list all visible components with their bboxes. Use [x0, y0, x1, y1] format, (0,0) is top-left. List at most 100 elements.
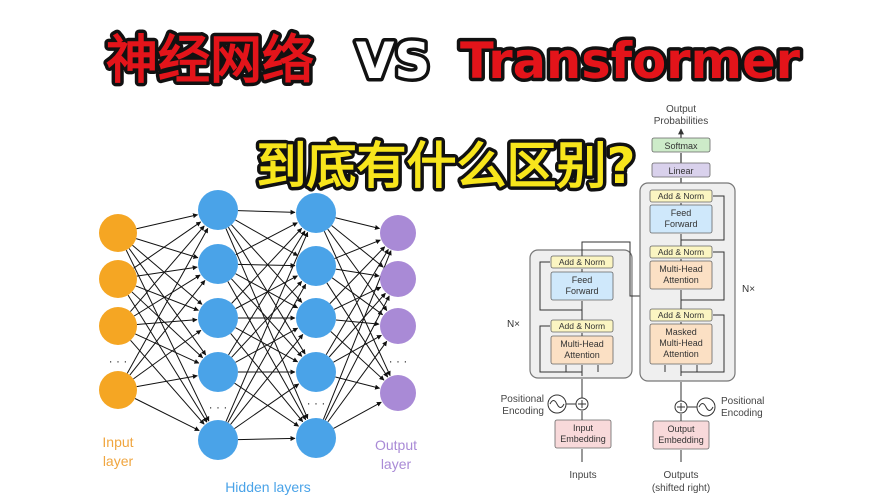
nn-node-input-0 — [99, 214, 137, 252]
nn-nodes — [99, 190, 416, 460]
decoder-ff-label-1: Feed — [671, 208, 692, 218]
input-layer-label-2: layer — [103, 453, 134, 469]
encoder-pe-label-1: Positional — [501, 394, 544, 405]
nn-edge-hidden-2-0-to-output-1 — [331, 225, 384, 268]
nn-node-input-2 — [99, 307, 137, 345]
nn-edge-input-2-to-hidden-1-4 — [130, 339, 205, 425]
decoder-nx-label: N× — [742, 284, 755, 295]
nn-edge-input-1-to-hidden-1-1 — [136, 265, 198, 277]
output-ellipsis: · · · — [389, 354, 408, 368]
encoder-to-decoder-arrow — [581, 241, 654, 297]
nn-edge-input-2-to-hidden-1-0 — [130, 225, 205, 312]
decoder-add-norm-3 — [649, 189, 713, 203]
nn-edge-hidden-2-2-to-output-0 — [329, 246, 386, 304]
nn-edge-hidden-1-0-to-hidden-2-1 — [235, 219, 299, 257]
hidden-layers-label: Hidden layers — [225, 479, 311, 495]
nn-edge-hidden-2-3-to-output-3 — [335, 376, 381, 390]
nn-edge-input-3-to-hidden-1-3 — [136, 374, 198, 388]
nn-edge-input-1-to-hidden-1-2 — [135, 285, 199, 312]
nn-edge-hidden-2-1-to-output-0 — [334, 239, 381, 259]
input-layer-label-1: Input — [102, 434, 133, 450]
nn-node-hidden-2-0 — [296, 193, 336, 233]
title-part-2: Transformer — [460, 32, 800, 90]
encoder-pe-label-2: Encoding — [502, 406, 544, 417]
nn-edge-hidden-2-1-to-output-1 — [335, 268, 380, 278]
decoder-mha-label-1: Multi-Head — [659, 264, 703, 274]
dec-residual-2 — [681, 251, 725, 301]
nn-edge-hidden-1-2-to-hidden-2-0 — [231, 227, 303, 304]
nn-edge-hidden-1-3-to-hidden-2-2 — [235, 327, 299, 363]
nn-edge-hidden-1-4-to-hidden-2-1 — [227, 283, 307, 423]
nn-edge-hidden-2-3-to-output-1 — [328, 292, 386, 358]
nn-edge-hidden-1-0-to-hidden-2-0 — [237, 209, 296, 215]
nn-edge-input-1-to-hidden-1-0 — [133, 221, 202, 269]
encoder-mha-label-2: Attention — [564, 350, 600, 360]
nn-edge-input-0-to-hidden-1-1 — [135, 238, 199, 259]
nn-edge-hidden-1-1-to-hidden-2-0 — [235, 222, 298, 256]
input-ellipsis: · · · — [109, 354, 128, 368]
nn-node-output-2 — [380, 308, 416, 344]
nn-edge-input-3-to-hidden-1-0 — [126, 227, 209, 374]
output-layer-label-1: Output — [375, 437, 417, 453]
input-embedding-label-2: Embedding — [560, 434, 606, 444]
subtitle: 到底有什么区别? — [256, 137, 635, 195]
softmax-label: Softmax — [664, 141, 698, 151]
nn-edge-input-0-to-hidden-1-2 — [132, 244, 203, 305]
nn-edge-hidden-1-1-to-hidden-2-1 — [237, 262, 296, 268]
decoder-pe-label-2: Encoding — [721, 408, 763, 419]
nn-edge-hidden-2-3-to-output-0 — [325, 248, 389, 356]
encoder-add-norm-2-label: Add & Norm — [559, 257, 605, 267]
enc-residual-2 — [539, 261, 582, 311]
decoder-add-norm-1-label: Add & Norm — [658, 310, 704, 320]
nn-edge-hidden-2-4-to-output-2 — [327, 340, 388, 423]
title-block: 神经网络 VS Transformer 到底有什么区别? — [102, 28, 803, 199]
nn-edge-input-2-to-hidden-1-2 — [136, 317, 198, 325]
nn-connections — [125, 209, 392, 442]
nn-edge-input-3-to-hidden-1-4 — [134, 398, 200, 432]
decoder-masked-label-3: Attention — [663, 349, 699, 359]
nn-edge-hidden-2-1-to-output-2 — [331, 277, 384, 316]
nn-edge-hidden-1-3-to-hidden-2-4 — [234, 382, 299, 427]
linear-label: Linear — [668, 166, 693, 176]
nn-edge-hidden-2-4-to-output-3 — [333, 401, 382, 429]
nn-node-hidden-1-0 — [198, 190, 238, 230]
decoder-masked-label-2: Multi-Head — [659, 338, 703, 348]
inputs-label: Inputs — [569, 470, 596, 481]
nn-node-input-1 — [99, 260, 137, 298]
hidden-2-ellipsis: · · · — [307, 396, 326, 410]
decoder-pe-label-1: Positional — [721, 396, 764, 407]
nn-node-output-0 — [380, 215, 416, 251]
nn-edge-hidden-1-4-to-hidden-2-0 — [225, 231, 309, 422]
nn-edge-hidden-1-1-to-hidden-2-4 — [227, 281, 307, 421]
output-layer-label-2: layer — [381, 456, 412, 472]
linear-box — [651, 162, 711, 178]
nn-edge-hidden-2-2-to-output-3 — [330, 331, 385, 381]
nn-edge-hidden-2-3-to-output-2 — [333, 334, 382, 363]
nn-node-output-3 — [380, 375, 416, 411]
nn-edge-input-1-to-hidden-1-3 — [131, 291, 203, 359]
encoder-plus-icon — [578, 400, 586, 408]
nn-edge-hidden-1-3-to-hidden-2-1 — [231, 281, 303, 358]
nn-edge-input-0-to-hidden-1-4 — [125, 249, 210, 422]
dec-residual-3 — [681, 195, 725, 241]
encoder-add-norm-1-label: Add & Norm — [559, 321, 605, 331]
nn-edge-input-3-to-hidden-1-2 — [133, 329, 202, 380]
encoder-ff-label-2: Forward — [565, 286, 598, 296]
nn-edge-hidden-2-0-to-output-0 — [335, 217, 381, 230]
nn-edge-hidden-1-2-to-hidden-2-4 — [230, 333, 304, 423]
nn-edge-input-1-to-hidden-1-4 — [127, 294, 208, 423]
nn-node-hidden-2-2 — [296, 298, 336, 338]
nn-edge-hidden-1-4-to-hidden-2-3 — [234, 383, 300, 430]
nn-edge-hidden-2-2-to-output-2 — [335, 319, 380, 327]
nn-edge-hidden-2-0-to-output-2 — [327, 228, 388, 312]
nn-edge-hidden-1-1-to-hidden-2-2 — [235, 273, 299, 309]
decoder-wave-icon — [698, 403, 714, 411]
nn-edge-hidden-2-0-to-output-3 — [323, 230, 391, 377]
nn-edge-hidden-2-1-to-output-3 — [326, 282, 389, 378]
nn-node-hidden-2-4 — [296, 418, 336, 458]
output-embedding-label-1: Output — [667, 424, 695, 434]
output-probabilities-label-1: Output — [666, 104, 696, 115]
nn-edge-hidden-1-2-to-hidden-2-1 — [235, 275, 298, 310]
